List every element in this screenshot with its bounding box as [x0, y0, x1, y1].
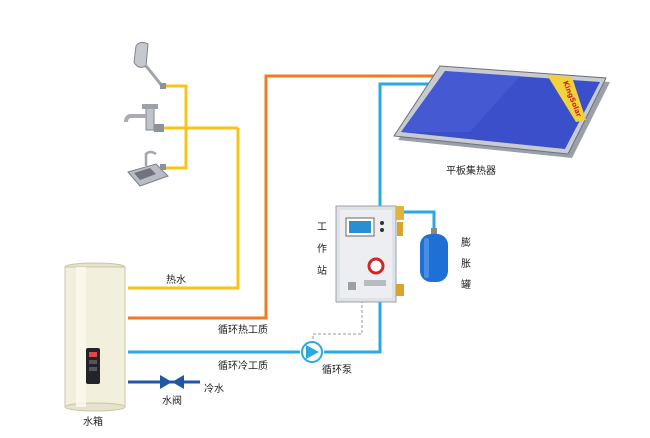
shower-head-icon — [133, 41, 166, 89]
collector-label: 平板集热器 — [446, 164, 496, 177]
pump-label: 循环泵 — [322, 363, 352, 376]
water-tank — [64, 262, 126, 412]
station-pump — [367, 257, 385, 275]
hot-circulation-pipe — [128, 74, 440, 320]
control-wire — [312, 300, 363, 344]
hot-water-pipes — [128, 84, 240, 290]
brand-ribbon — [547, 75, 586, 122]
hot-water-label: 热水 — [166, 273, 186, 286]
work-station — [335, 205, 404, 303]
cold-circulation-label: 循环冷工质 — [218, 359, 268, 372]
station-label-2: 作 — [317, 243, 327, 255]
tank-label: 水箱 — [83, 415, 103, 428]
expansion-label-3: 罐 — [461, 278, 471, 291]
flat-panel-collector: KingSolar — [393, 65, 610, 158]
cold-circulation-pipes — [128, 82, 436, 354]
station-label-1: 工 — [317, 222, 327, 233]
expansion-label-1: 膨 — [461, 236, 471, 249]
kitchen-sink-icon — [127, 150, 169, 187]
hot-circulation-label: 循环热工质 — [218, 323, 268, 336]
expansion-label-2: 胀 — [461, 258, 471, 270]
water-valve-icon — [160, 375, 184, 389]
circulation-pump-icon — [301, 341, 323, 363]
valve-label: 水阀 — [162, 394, 182, 407]
station-label-3: 站 — [317, 264, 327, 277]
cold-water-label: 冷水 — [204, 382, 224, 395]
faucet-icon — [124, 104, 164, 132]
expansion-tank — [420, 228, 448, 282]
